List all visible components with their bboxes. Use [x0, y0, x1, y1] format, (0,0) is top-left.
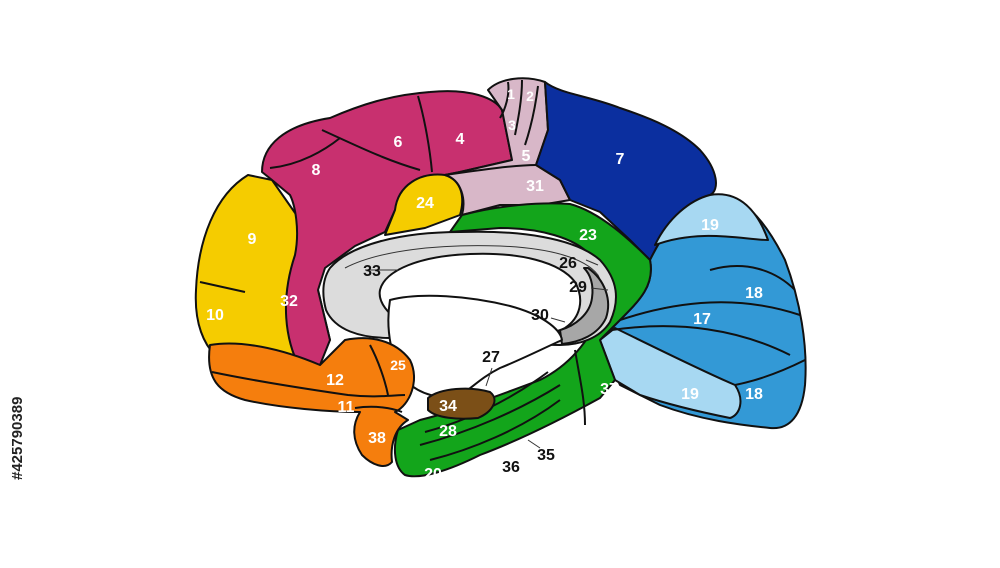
label-area-8: 8 — [312, 162, 321, 179]
label-area-19-upper: 19 — [701, 217, 719, 234]
label-area-36: 36 — [502, 459, 520, 476]
region-19-upper — [654, 193, 769, 246]
label-area-5: 5 — [522, 148, 531, 165]
label-area-6: 6 — [394, 134, 403, 151]
label-area-9: 9 — [248, 231, 257, 248]
pointer-27 — [485, 367, 493, 387]
label-area-35: 35 — [537, 447, 555, 464]
label-area-1: 1 — [507, 86, 515, 102]
region-34 — [427, 387, 496, 420]
stock-id-vertical: #425790389 — [9, 397, 26, 480]
border-5-31 — [444, 164, 537, 176]
border-11-38 — [354, 405, 403, 413]
pointer-35 — [527, 439, 541, 449]
label-area-18-lower: 18 — [745, 386, 763, 403]
stock-id-text: #425790389 — [9, 397, 26, 480]
label-area-10: 10 — [206, 307, 224, 324]
pointer-26 — [585, 259, 599, 266]
label-area-7: 7 — [616, 151, 625, 168]
border-8-6 — [321, 129, 421, 171]
label-area-20: 20 — [424, 466, 442, 483]
border-20-36 — [429, 399, 561, 461]
pointer-30 — [550, 317, 566, 323]
border-2-3 — [514, 79, 523, 136]
label-area-31: 31 — [526, 178, 544, 195]
label-area-24: 24 — [416, 195, 434, 212]
label-area-34: 34 — [439, 398, 457, 415]
pointer-29 — [590, 287, 609, 291]
label-area-3: 3 — [508, 117, 516, 133]
border-18-lower — [734, 359, 806, 386]
label-area-26: 26 — [559, 255, 577, 272]
label-area-23: 23 — [579, 227, 597, 244]
border-18-upper — [709, 265, 796, 291]
label-area-33: 33 — [363, 263, 381, 280]
label-area-29: 29 — [569, 279, 587, 296]
label-area-2: 2 — [526, 88, 534, 104]
label-area-30: 30 — [531, 307, 549, 324]
label-area-4: 4 — [456, 131, 465, 148]
label-area-25: 25 — [390, 357, 406, 373]
label-area-27: 27 — [482, 349, 500, 366]
label-area-28: 28 — [439, 423, 457, 440]
border-17-lower — [611, 325, 791, 356]
label-area-17: 17 — [693, 311, 711, 328]
border-8 — [269, 137, 341, 169]
region-orange-orbitofrontal — [208, 337, 415, 467]
label-area-11: 11 — [338, 399, 355, 416]
label-area-38: 38 — [368, 430, 386, 447]
label-area-19-lower: 19 — [681, 386, 699, 403]
border-1-2 — [499, 81, 510, 119]
border-9-10 — [199, 281, 246, 293]
label-area-37: 37 — [600, 381, 618, 398]
label-area-32: 32 — [280, 293, 298, 310]
border-3-5 — [524, 85, 539, 146]
label-area-18-upper: 18 — [745, 285, 763, 302]
border-25 — [369, 344, 389, 396]
region-19-lower — [599, 327, 742, 419]
border-36-35 — [419, 384, 561, 446]
border-37 — [574, 349, 586, 426]
border-6-4 — [417, 95, 433, 173]
border-12-11 — [211, 371, 406, 398]
border-17-upper — [619, 301, 801, 321]
label-area-12: 12 — [326, 372, 344, 389]
